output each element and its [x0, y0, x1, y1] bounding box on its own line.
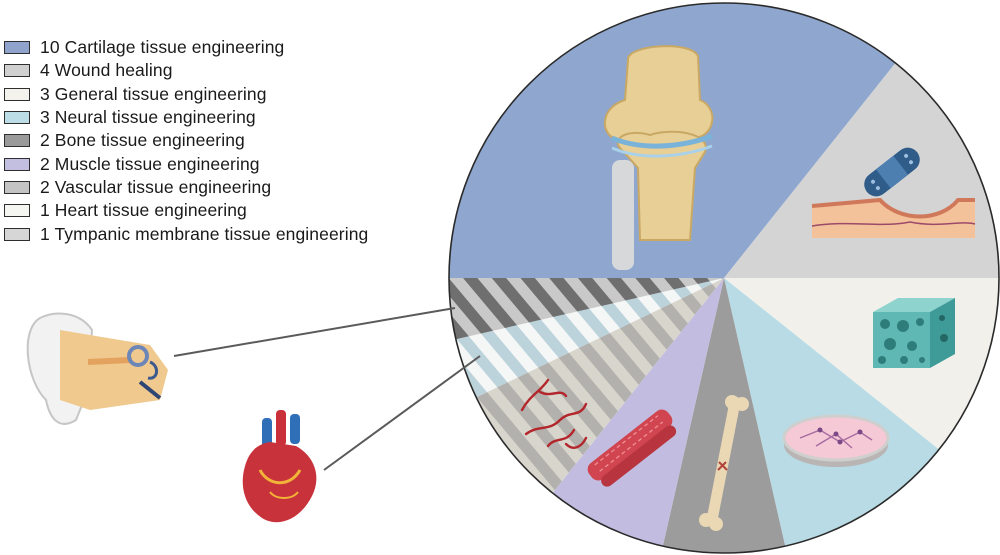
porous-scaffold-icon	[873, 298, 955, 368]
pie-slice-vascular-tissue-engineering	[476, 278, 724, 493]
legend-swatch	[4, 227, 30, 241]
legend-swatch	[4, 180, 30, 194]
heart-callout-line	[323, 355, 481, 471]
legend-swatch	[4, 41, 30, 55]
legend-label: 2 Bone tissue engineering	[40, 130, 245, 151]
heart-icon	[242, 410, 317, 523]
legend-label: 3 General tissue engineering	[40, 83, 267, 104]
legend-item: 1 Tympanic membrane tissue engineering	[4, 222, 368, 245]
pie-outline	[448, 2, 1000, 554]
blood-vessel-icon	[520, 378, 588, 449]
legend-swatch	[4, 134, 30, 148]
legend-item: 4 Wound healing	[4, 59, 368, 82]
pie-slice-tympanic-membrane-tissue-engineering	[449, 278, 724, 340]
ear-icon	[26, 312, 168, 425]
legend-swatch	[4, 111, 30, 125]
legend-label: 10 Cartilage tissue engineering	[40, 37, 285, 58]
knee-joint-icon	[603, 45, 714, 270]
legend-label: 3 Neural tissue engineering	[40, 107, 256, 128]
legend-label: 1 Tympanic membrane tissue engineering	[40, 223, 369, 244]
legend-item: 10 Cartilage tissue engineering	[4, 36, 368, 59]
muscle-fiber-icon	[587, 409, 677, 487]
legend-swatch	[4, 204, 30, 218]
pie-slice-neural-tissue-engineering	[724, 278, 939, 547]
legend-label: 2 Vascular tissue engineering	[40, 176, 272, 197]
pie-slice-heart-tissue-engineering	[455, 278, 724, 398]
petri-dish-icon	[782, 414, 890, 467]
legend-swatch	[4, 87, 30, 101]
ear-callout-line	[173, 307, 456, 357]
legend-item: 2 Bone tissue engineering	[4, 129, 368, 152]
bandage-skin-icon	[811, 147, 976, 238]
pie-slice-bone-tissue-engineering	[662, 278, 786, 553]
bone-icon	[699, 395, 749, 531]
legend-item: 3 Neural tissue engineering	[4, 106, 368, 129]
legend-item: 3 General tissue engineering	[4, 83, 368, 106]
legend-item: 2 Vascular tissue engineering	[4, 176, 368, 199]
legend-item: 1 Heart tissue engineering	[4, 199, 368, 222]
legend-item: 2 Muscle tissue engineering	[4, 152, 368, 175]
legend-swatch	[4, 64, 30, 78]
legend-swatch	[4, 157, 30, 171]
legend-label: 2 Muscle tissue engineering	[40, 153, 260, 174]
legend-label: 1 Heart tissue engineering	[40, 200, 247, 221]
legend-label: 4 Wound healing	[40, 60, 173, 81]
